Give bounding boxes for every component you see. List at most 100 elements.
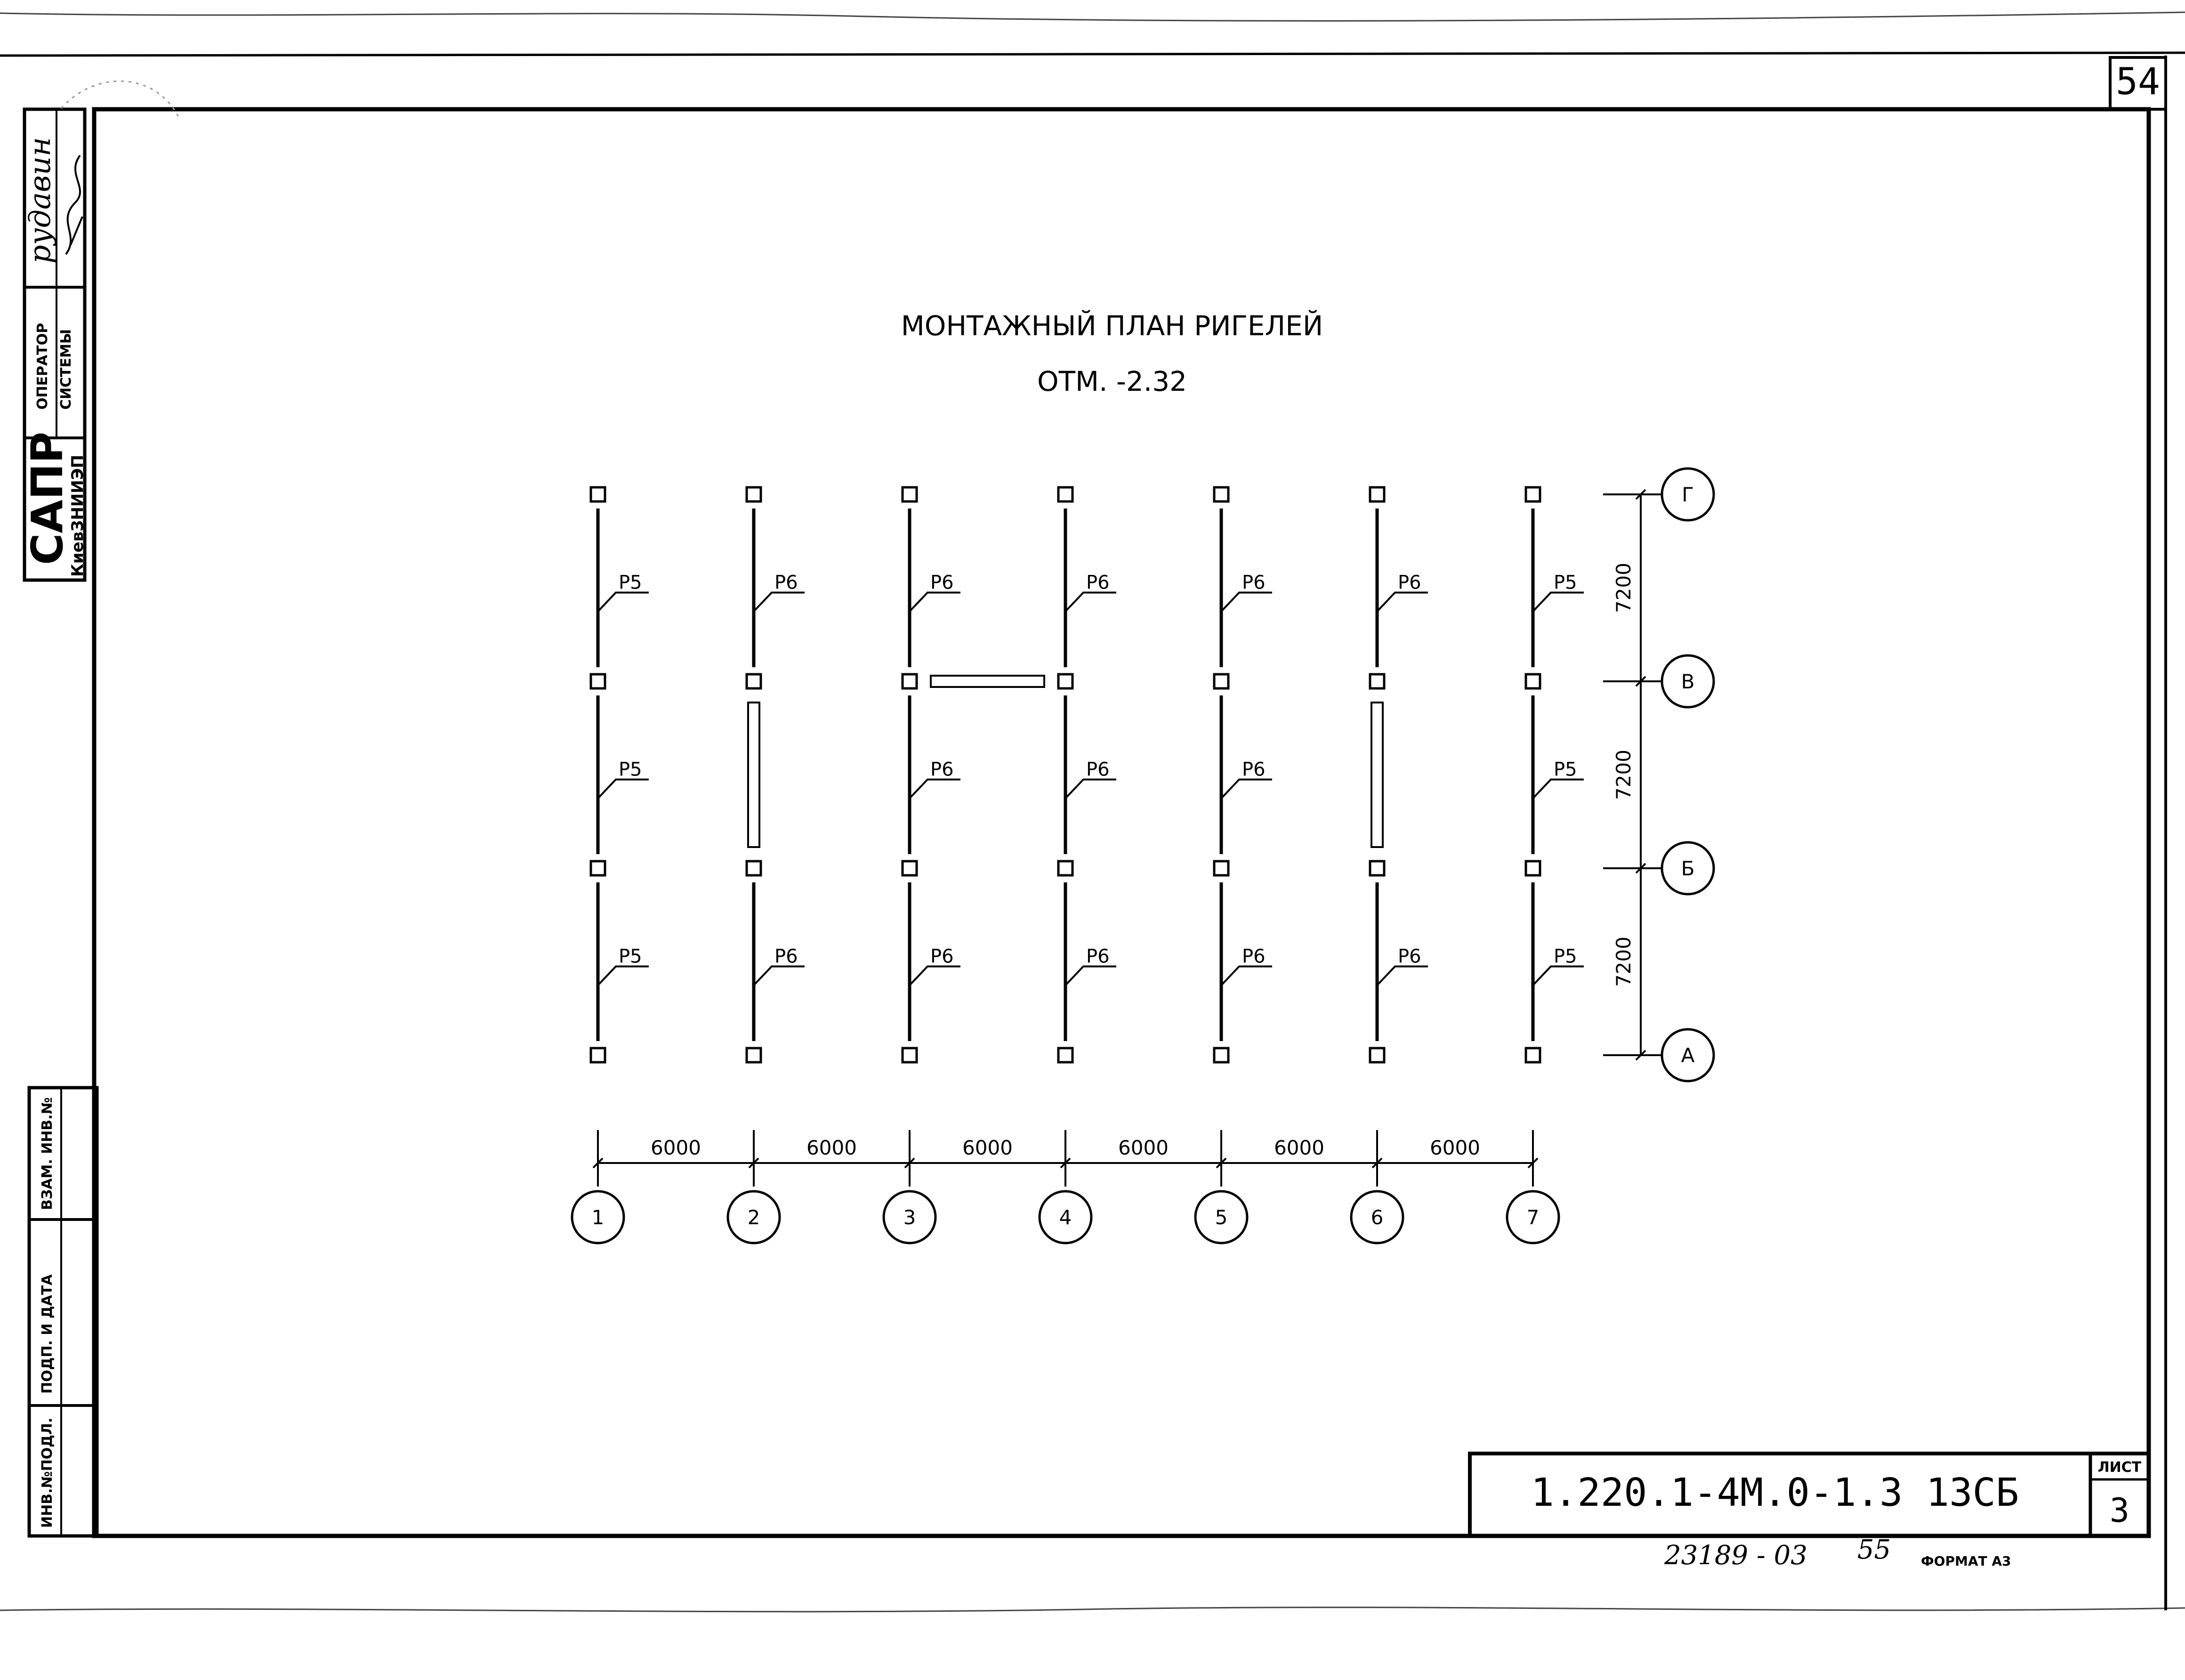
column-square bbox=[1213, 860, 1230, 877]
left-stamp: рудавин ОПЕРАТОР СИСТЕМЫ САПР КиевЗНИИЭП… bbox=[22, 80, 180, 1538]
beam-mark: Р6 bbox=[930, 759, 954, 781]
beam-mark: Р6 bbox=[1398, 946, 1421, 968]
dimension-tick bbox=[1635, 1050, 1646, 1061]
beam-leader bbox=[1532, 591, 1584, 612]
column-square bbox=[1369, 673, 1386, 690]
column-square bbox=[1524, 673, 1541, 690]
row-spacing-label: 7200 bbox=[1612, 937, 1635, 987]
row-axis-bubble bbox=[1661, 654, 1715, 709]
beam-leader bbox=[1532, 965, 1584, 986]
open-beam bbox=[930, 675, 1045, 688]
trim-line bbox=[0, 51, 2185, 57]
beam-mark: Р5 bbox=[1554, 946, 1577, 968]
beam-mark: Р5 bbox=[619, 946, 642, 968]
row-spacing-label: 7200 bbox=[1612, 563, 1635, 613]
dimension-tick bbox=[1635, 863, 1646, 874]
column-square bbox=[1057, 486, 1074, 503]
column-square bbox=[1524, 1047, 1541, 1064]
beam-leader bbox=[1220, 591, 1272, 612]
seal-mark bbox=[60, 80, 180, 118]
row-axis-bubble bbox=[1661, 841, 1715, 896]
column-axis-bubble bbox=[1350, 1190, 1404, 1244]
column-axis-bubble bbox=[1038, 1190, 1093, 1244]
column-square bbox=[1369, 1047, 1386, 1064]
column-square bbox=[1057, 673, 1074, 690]
beam-leader bbox=[909, 591, 960, 612]
scan-edge-lines bbox=[0, 11, 2185, 1613]
column-square bbox=[1369, 860, 1386, 877]
column-axis-label: 3 bbox=[903, 1206, 916, 1229]
column-square bbox=[901, 673, 918, 690]
archive-page: 55 bbox=[1857, 1535, 1891, 1565]
column-spacing-label: 6000 bbox=[1118, 1136, 1169, 1159]
column-square bbox=[1213, 486, 1230, 503]
row-spacing-label: 7200 bbox=[1612, 750, 1635, 800]
column-square bbox=[1213, 673, 1230, 690]
archive-number: 23189 - 03 bbox=[1664, 1540, 1807, 1571]
column-square bbox=[589, 1047, 606, 1064]
beam-mark: Р6 bbox=[1086, 572, 1110, 594]
column-square bbox=[589, 673, 606, 690]
beam-mark: Р5 bbox=[619, 759, 642, 781]
beam-mark: Р6 bbox=[774, 572, 798, 594]
dimension-tick bbox=[592, 1157, 604, 1169]
sheet-value: 3 bbox=[2110, 1491, 2129, 1530]
dimension-tick bbox=[1371, 1157, 1383, 1169]
signature-name: рудавин bbox=[23, 137, 57, 264]
inv-podl-label: ИНВ.№ПОДЛ. bbox=[39, 1418, 56, 1528]
column-spacing-label: 6000 bbox=[651, 1136, 701, 1159]
column-axis-label: 2 bbox=[748, 1206, 760, 1229]
open-beam bbox=[1371, 702, 1384, 848]
podp-data-label: ПОДП. И ДАТА bbox=[39, 1274, 56, 1394]
beam-leader bbox=[1220, 965, 1272, 986]
sheet-number-box: 54 bbox=[2109, 56, 2167, 111]
institute-label: КиевЗНИИЭП bbox=[68, 455, 87, 577]
beam-leader bbox=[597, 591, 649, 612]
column-axis-label: 5 bbox=[1215, 1206, 1228, 1229]
beam-mark: Р6 bbox=[930, 572, 954, 594]
signature-icon bbox=[65, 154, 83, 255]
column-square bbox=[901, 860, 918, 877]
column-square bbox=[1213, 1047, 1230, 1064]
open-beam bbox=[747, 702, 760, 848]
sapr-label: САПР bbox=[22, 432, 73, 565]
dimension-tick bbox=[1527, 1157, 1539, 1169]
column-square bbox=[589, 486, 606, 503]
format-label: ФОРМАТ А3 bbox=[1921, 1553, 2011, 1569]
dimension-tick bbox=[1635, 676, 1646, 687]
main-frame bbox=[92, 107, 2151, 1538]
column-square bbox=[589, 860, 606, 877]
sheet-number: 54 bbox=[2116, 61, 2160, 103]
dimension-tick bbox=[1635, 489, 1646, 500]
beam-leader bbox=[753, 591, 805, 612]
column-axis-label: 1 bbox=[592, 1206, 605, 1229]
column-spacing-label: 6000 bbox=[806, 1136, 857, 1159]
beam-leader bbox=[909, 778, 960, 799]
dimension-tick bbox=[748, 1157, 759, 1169]
column-axis-label: 7 bbox=[1527, 1206, 1540, 1229]
column-axis-bubble bbox=[726, 1190, 781, 1244]
operator-label-1: ОПЕРАТОР bbox=[34, 323, 51, 410]
row-axis-label: Г bbox=[1682, 483, 1694, 506]
operator-label-2: СИСТЕМЫ bbox=[58, 329, 74, 410]
sheet-label: ЛИСТ bbox=[2098, 1459, 2142, 1476]
beam-mark: Р6 bbox=[1086, 759, 1110, 781]
column-axis-label: 6 bbox=[1371, 1206, 1384, 1229]
column-square bbox=[745, 673, 762, 690]
column-axis-bubble bbox=[1506, 1190, 1560, 1244]
column-axis-label: 4 bbox=[1059, 1206, 1072, 1229]
beam-mark: Р6 bbox=[1086, 946, 1110, 968]
column-axis-bubble bbox=[571, 1190, 625, 1244]
column-square bbox=[1524, 486, 1541, 503]
column-square bbox=[1524, 860, 1541, 877]
dimension-tick bbox=[1060, 1157, 1071, 1169]
column-square bbox=[901, 1047, 918, 1064]
column-square bbox=[745, 486, 762, 503]
row-axis-bubble bbox=[1661, 467, 1715, 522]
beam-mark: Р5 bbox=[1554, 759, 1577, 781]
beam-leader bbox=[909, 965, 960, 986]
beam-leader bbox=[1064, 591, 1116, 612]
beam-leader bbox=[597, 778, 649, 799]
